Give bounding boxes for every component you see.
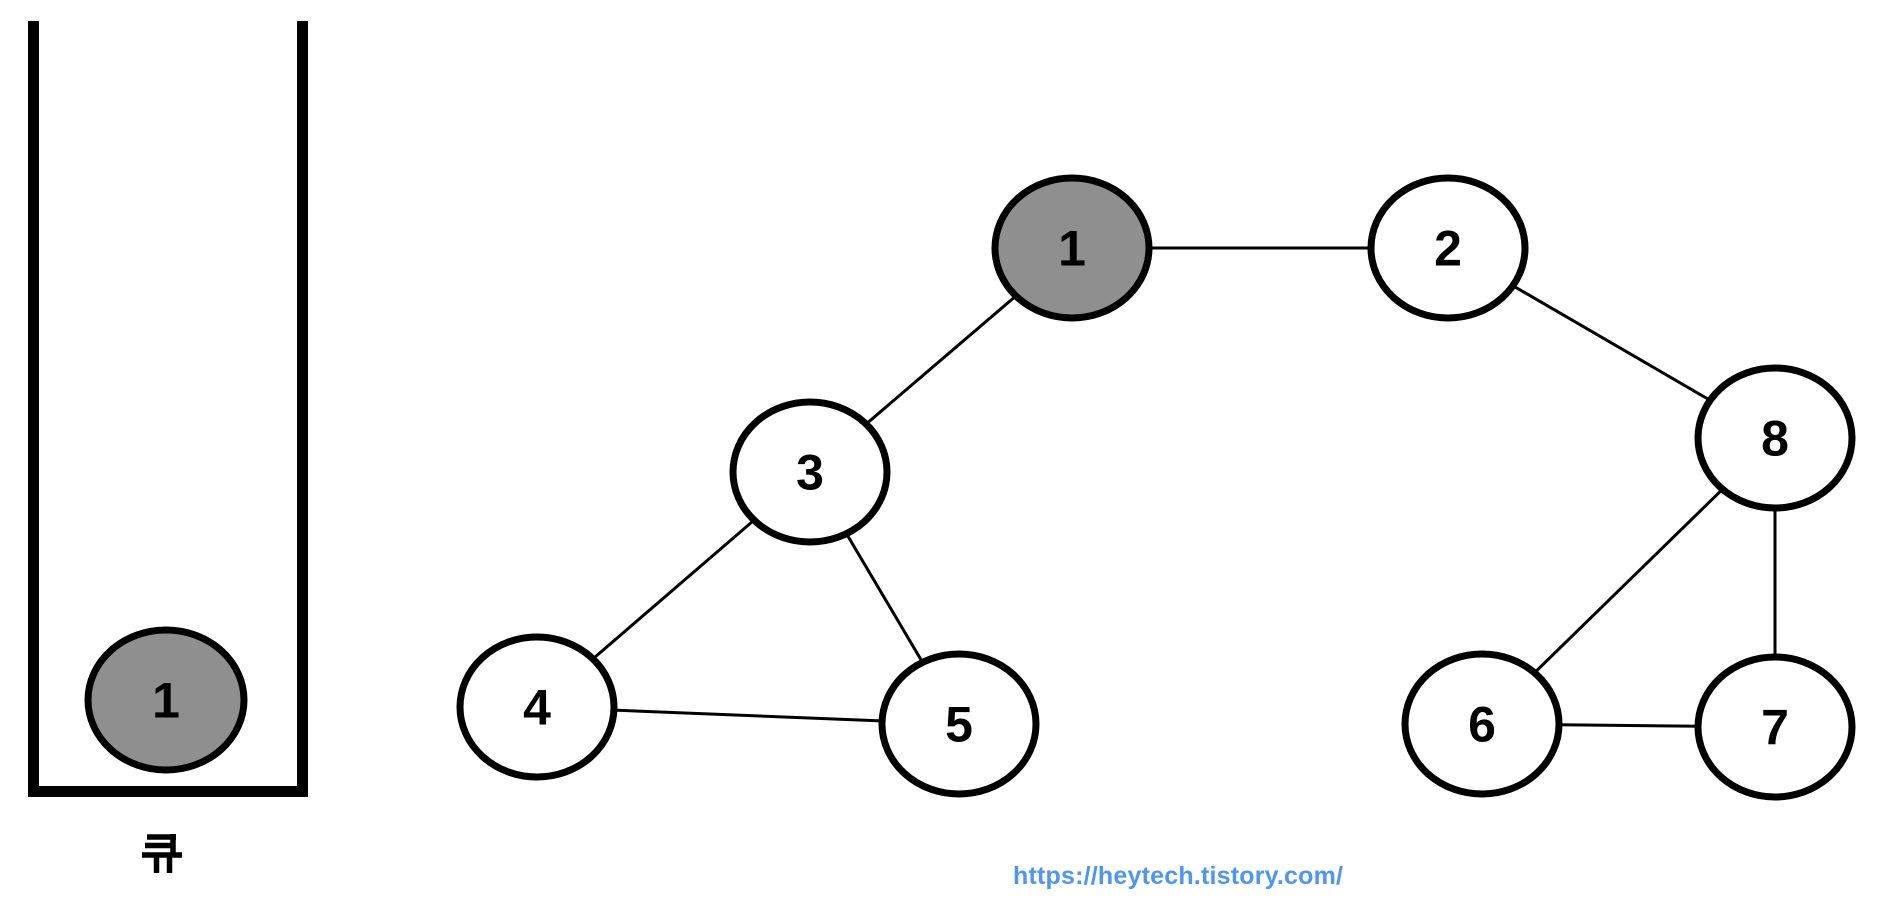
queue-wall-left xyxy=(28,21,39,797)
graph-node-label-2: 2 xyxy=(1434,221,1462,277)
graph-node-label-1: 1 xyxy=(1058,221,1086,277)
graph-node-5 xyxy=(878,650,1040,798)
graph-node-label-6: 6 xyxy=(1468,697,1496,753)
queue-item-1 xyxy=(84,626,248,774)
graph-node-6 xyxy=(1401,650,1563,798)
graph-node-2 xyxy=(1367,174,1529,322)
graph-node-3 xyxy=(729,398,891,546)
queue-item-label-1: 1 xyxy=(152,673,180,729)
queue-wall-right xyxy=(297,21,308,797)
graph-node-1 xyxy=(991,174,1153,322)
graph-node-4 xyxy=(456,633,618,781)
source-url-link[interactable]: https://heytech.tistory.com/ xyxy=(1013,862,1344,890)
queue-label-glyph xyxy=(142,834,182,873)
graph-node-label-3: 3 xyxy=(796,445,824,501)
queue-wall-bottom xyxy=(28,786,308,797)
graph-node-7 xyxy=(1694,653,1856,801)
graph-node-8 xyxy=(1694,364,1856,512)
graph-node-label-5: 5 xyxy=(945,697,973,753)
graph-node-label-4: 4 xyxy=(523,680,551,736)
graph-node-label-8: 8 xyxy=(1761,411,1789,467)
graph-node-label-7: 7 xyxy=(1761,700,1789,756)
queue-label-text: 큐 xyxy=(138,830,188,878)
